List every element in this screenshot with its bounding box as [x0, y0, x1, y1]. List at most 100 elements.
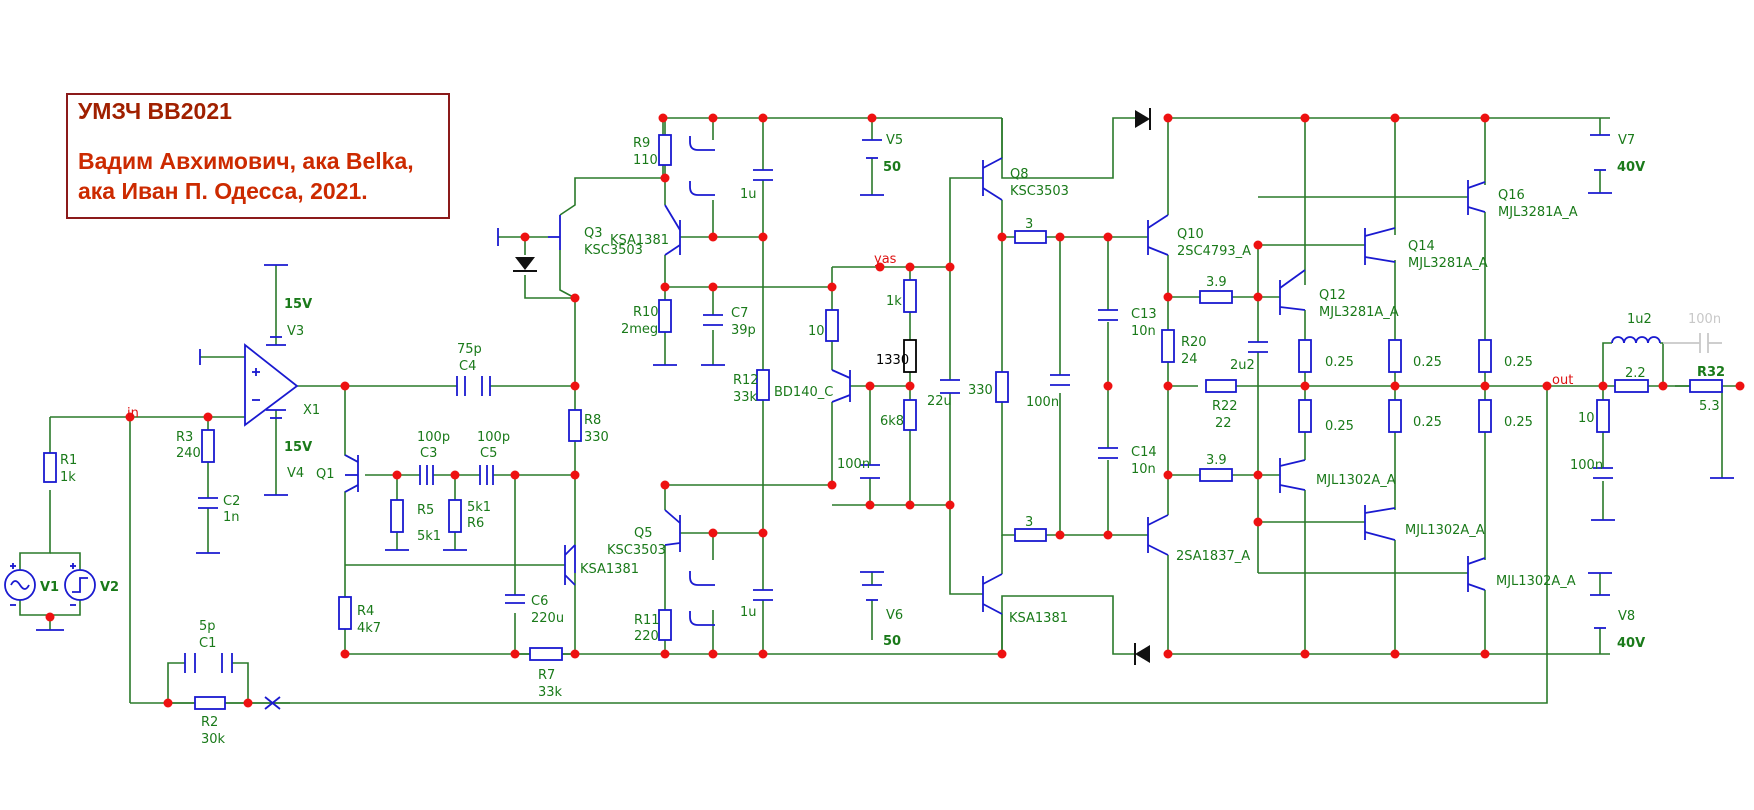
transistor-q8 [982, 157, 1003, 201]
resistor-r12 [756, 369, 770, 401]
label-r2-value: 30k [201, 732, 226, 747]
node-dot [758, 232, 768, 242]
transistor-q10 [1147, 214, 1169, 256]
node-dot [660, 282, 670, 292]
label-r9: R9 [633, 136, 650, 151]
label-r2-2: 2.2 [1625, 366, 1646, 381]
capacitor-c7 [703, 314, 723, 326]
node-dot [1735, 381, 1745, 391]
node-dot [1480, 381, 1490, 391]
label-c6: C6 [531, 594, 548, 609]
node-dot [1163, 292, 1173, 302]
node-dot [125, 412, 135, 422]
node-dot [1390, 649, 1400, 659]
capacitor-c13 [1098, 309, 1118, 321]
node-dot [1055, 530, 1065, 540]
label-q12: Q12 [1319, 288, 1346, 303]
resistor-r20 [1161, 329, 1175, 363]
label-v1: V1 [40, 580, 59, 595]
node-dot [1253, 517, 1263, 527]
node-dot [865, 381, 875, 391]
label-r7: R7 [538, 668, 555, 683]
node-dot [1103, 381, 1113, 391]
label-r10: R10 [633, 305, 659, 320]
node-dot [875, 262, 885, 272]
label-r5-value: 5k1 [417, 529, 441, 544]
label-c-bottom-value: 1u [740, 605, 757, 620]
title-box: УМЗЧ BB2021 Вадим Авхимович, ака Belka, … [66, 93, 450, 219]
resistor-r1 [43, 452, 57, 483]
node-dot [658, 113, 668, 123]
supply-batteries [266, 134, 1610, 629]
net-label-out: out [1552, 373, 1573, 388]
resistor-3b [1014, 528, 1047, 542]
resistor-r7 [529, 647, 563, 661]
node-dot [660, 173, 670, 183]
node-dots [45, 113, 1745, 708]
label-c2: C2 [223, 494, 240, 509]
bootstrap-caps [689, 136, 715, 626]
capacitor-100n-mid [1050, 374, 1070, 386]
node-dot [758, 528, 768, 538]
label-r6k8: 6k8 [880, 414, 904, 429]
label-r6: R6 [467, 516, 484, 531]
label-q8: Q8 [1010, 167, 1029, 182]
label-re6: 0.25 [1504, 415, 1533, 430]
node-dot [1390, 381, 1400, 391]
node-dot [1480, 649, 1490, 659]
node-dot [450, 470, 460, 480]
label-r12: R12 [733, 373, 759, 388]
capacitor-c14 [1098, 447, 1118, 459]
label-r20-value: 24 [1181, 352, 1198, 367]
label-r22: R22 [1212, 399, 1238, 414]
label-r5: R5 [417, 503, 434, 518]
label-r3: R3 [176, 430, 193, 445]
schematic-title: УМЗЧ BB2021 [78, 98, 232, 124]
label-v3-value: 15V [284, 297, 312, 312]
label-r-zobel: 10 [1578, 411, 1595, 426]
capacitor-100n-vbe [860, 464, 880, 479]
node-dot [945, 500, 955, 510]
capacitor-c4 [456, 376, 491, 396]
resistor-r2-2 [1614, 379, 1649, 393]
node-dot [865, 500, 875, 510]
label-c1-value: 5p [199, 619, 216, 634]
node-dot [340, 381, 350, 391]
label-r6-value: 5k1 [467, 500, 491, 515]
label-r32-value: 5.3 [1699, 399, 1720, 414]
node-dot [867, 113, 877, 123]
label-r32: R32 [1697, 365, 1725, 380]
label-c1: C1 [199, 636, 216, 651]
node-dot [905, 262, 915, 272]
transistor-q11 [1147, 514, 1169, 556]
transistor-q3 [548, 215, 561, 250]
wires [19, 117, 1740, 704]
label-q9-type: KSA1381 [1009, 611, 1068, 626]
opamp-x1 [244, 343, 299, 427]
resistor-re4 [1388, 399, 1402, 433]
net-label-in: in [127, 406, 139, 421]
label-q17-type: MJL1302A_A [1496, 574, 1576, 589]
node-dot [340, 649, 350, 659]
label-q14-type: MJL3281A_A [1408, 256, 1488, 271]
components [4, 134, 1734, 710]
node-dot [758, 113, 768, 123]
label-re3: 0.25 [1413, 355, 1442, 370]
net-label-yas: yas [874, 252, 897, 267]
resistor-re2 [1298, 399, 1312, 433]
label-v5: V5 [886, 133, 903, 148]
capacitor-2u2 [1248, 341, 1268, 353]
transistor-q16 [1467, 180, 1486, 215]
resistor-1k [903, 279, 917, 313]
label-re4: 0.25 [1413, 415, 1442, 430]
label-v5-value: 50 [883, 160, 901, 175]
node-dot [1542, 381, 1552, 391]
label-q4-type: KSA1381 [610, 233, 669, 248]
node-dot [660, 649, 670, 659]
label-v4-value: 15V [284, 440, 312, 455]
label-r20: R20 [1181, 335, 1207, 350]
diodes [513, 108, 1151, 665]
label-r10-value: 2meg [621, 322, 658, 337]
label-bd140: BD140_C [774, 385, 833, 400]
